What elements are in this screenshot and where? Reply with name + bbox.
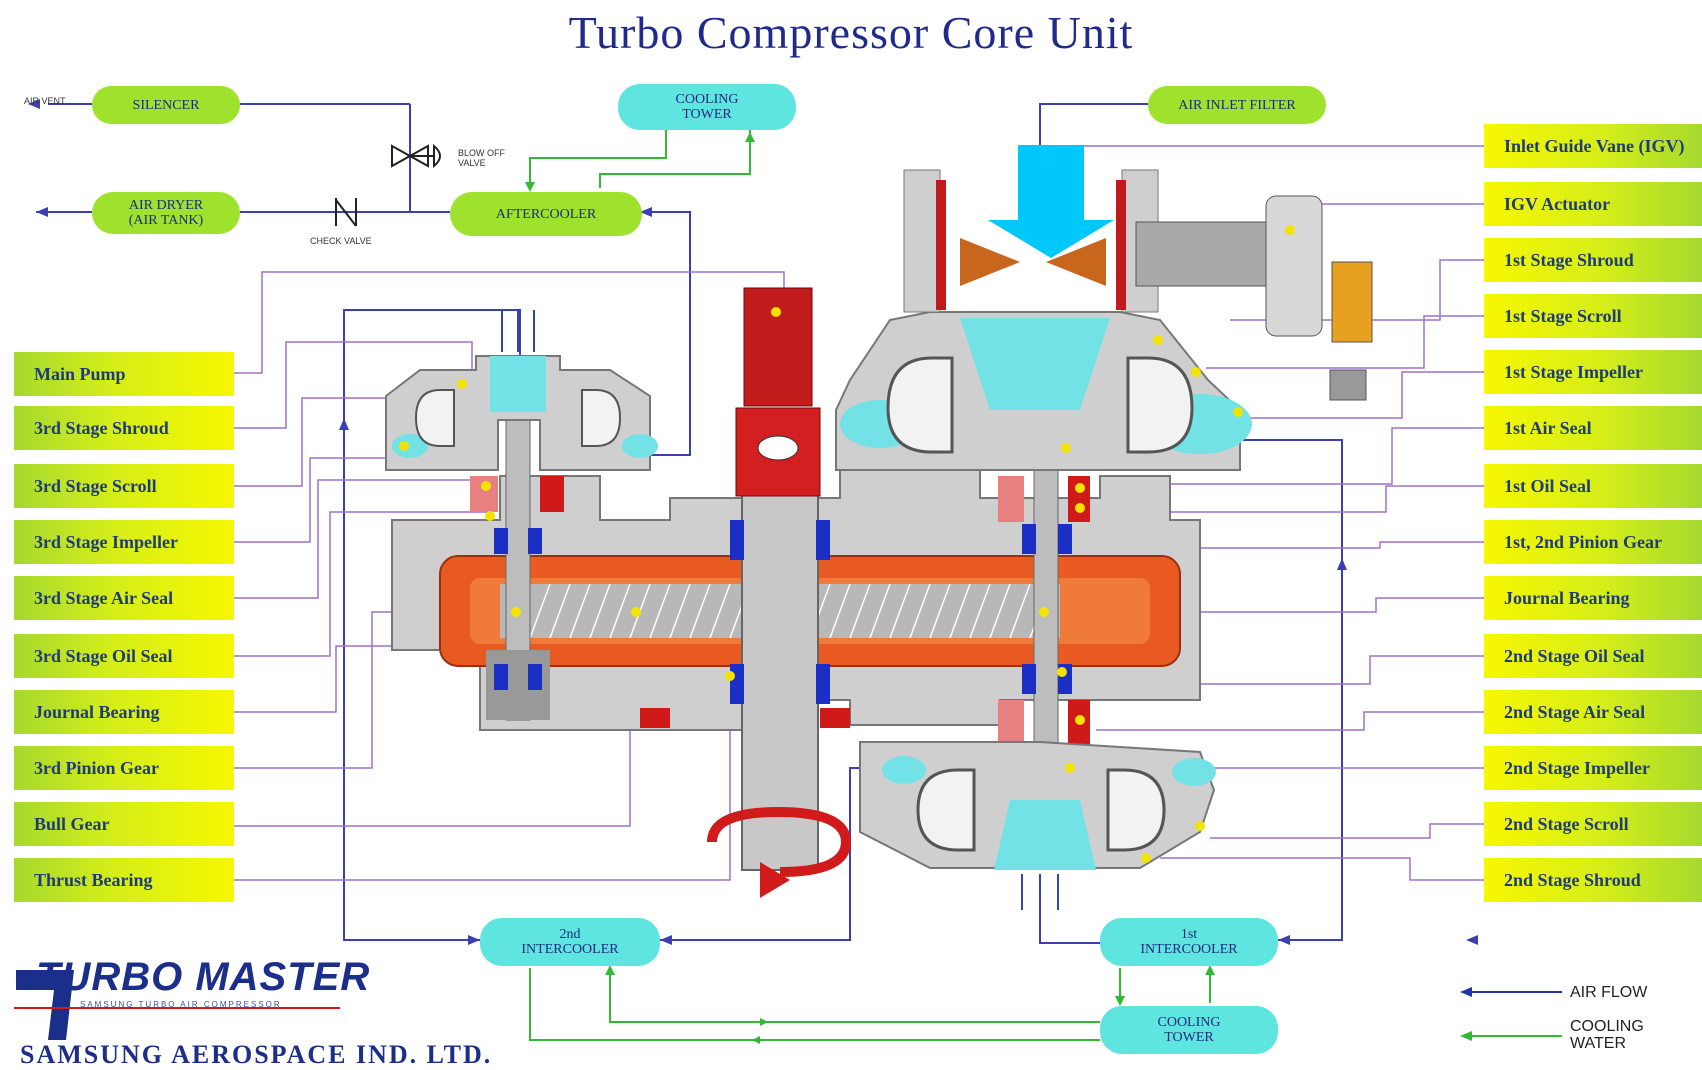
logo-wordmark: TURBO MASTER	[36, 955, 371, 999]
part-label-right-2: 1st Stage Shroud	[1484, 238, 1702, 282]
part-label-right-11: 2nd Stage Impeller	[1484, 746, 1702, 790]
aftercooler: AFTERCOOLER	[450, 192, 642, 236]
part-label-right-8: Journal Bearing	[1484, 576, 1702, 620]
logo-subtitle: SAMSUNG TURBO AIR COMPRESSOR	[80, 1000, 282, 1009]
part-label-right-0: Inlet Guide Vane (IGV)	[1484, 124, 1702, 168]
part-label-right-7: 1st, 2nd Pinion Gear	[1484, 520, 1702, 564]
part-label-right-1: IGV Actuator	[1484, 182, 1702, 226]
cooling-tower-top: COOLING TOWER	[618, 84, 796, 130]
part-label-left-1: 3rd Stage Shroud	[14, 406, 234, 450]
part-label-right-12: 2nd Stage Scroll	[1484, 802, 1702, 846]
part-label-left-7: 3rd Pinion Gear	[14, 746, 234, 790]
part-label-left-9: Thrust Bearing	[14, 858, 234, 902]
part-label-right-6: 1st Oil Seal	[1484, 464, 1702, 508]
part-label-left-6: Journal Bearing	[14, 690, 234, 734]
part-label-right-5: 1st Air Seal	[1484, 406, 1702, 450]
blow-off-valve-label: BLOW OFF VALVE	[458, 148, 505, 168]
part-label-right-10: 2nd Stage Air Seal	[1484, 690, 1702, 734]
part-label-left-0: Main Pump	[14, 352, 234, 396]
part-label-left-8: Bull Gear	[14, 802, 234, 846]
part-label-left-3: 3rd Stage Impeller	[14, 520, 234, 564]
intercooler-2nd: 2nd INTERCOOLER	[480, 918, 660, 966]
part-label-right-13: 2nd Stage Shroud	[1484, 858, 1702, 902]
legend-air-flow: AIR FLOW	[1570, 984, 1648, 1001]
part-label-left-2: 3rd Stage Scroll	[14, 464, 234, 508]
air-vent-label: AIR VENT	[24, 96, 66, 106]
legend-cooling-water: COOLING WATER	[1570, 1018, 1644, 1052]
cooling-tower-bottom: COOLING TOWER	[1100, 1006, 1278, 1054]
air-inlet-filter: AIR INLET FILTER	[1148, 86, 1326, 124]
part-label-left-4: 3rd Stage Air Seal	[14, 576, 234, 620]
air-dryer: AIR DRYER (AIR TANK)	[92, 192, 240, 234]
page-title: Turbo Compressor Core Unit	[568, 7, 1134, 58]
intercooler-1st: 1st INTERCOOLER	[1100, 918, 1278, 966]
part-label-right-4: 1st Stage Impeller	[1484, 350, 1702, 394]
part-label-right-3: 1st Stage Scroll	[1484, 294, 1702, 338]
silencer: SILENCER	[92, 86, 240, 124]
company-name: SAMSUNG AEROSPACE IND. LTD.	[20, 1040, 493, 1069]
part-label-right-9: 2nd Stage Oil Seal	[1484, 634, 1702, 678]
check-valve-label: CHECK VALVE	[310, 236, 372, 246]
part-label-left-5: 3rd Stage Oil Seal	[14, 634, 234, 678]
